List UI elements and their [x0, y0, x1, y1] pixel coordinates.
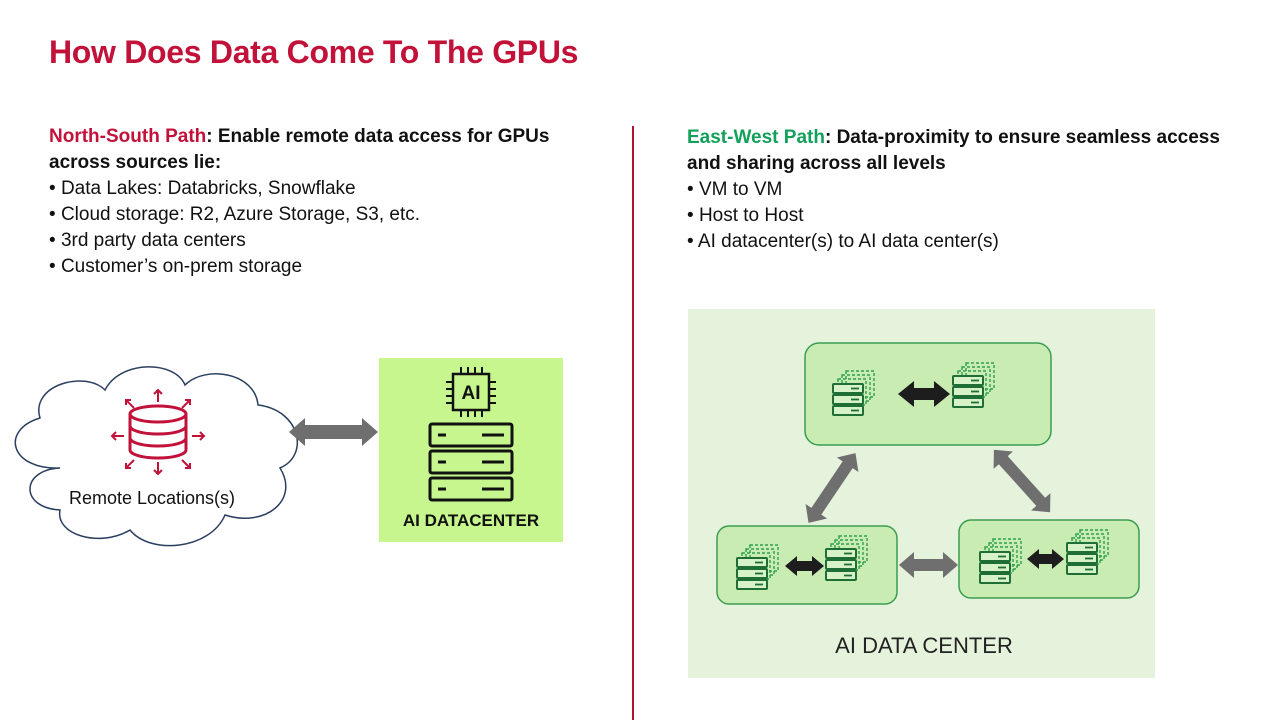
vertical-divider [632, 126, 634, 720]
ai-datacenter-label: AI DATACENTER [403, 511, 539, 530]
north-south-heading-text: : Enable remote data access for GPUs acr… [49, 126, 550, 173]
database-icon [110, 388, 206, 476]
north-south-section: North-South Path: Enable remote data acc… [49, 124, 609, 280]
list-item: Data Lakes: Databricks, Snowflake [49, 176, 609, 202]
ai-data-center-label: AI DATA CENTER [835, 633, 1013, 658]
north-south-bullets: Data Lakes: Databricks, Snowflake Cloud … [49, 176, 609, 280]
list-item: Cloud storage: R2, Azure Storage, S3, et… [49, 202, 609, 228]
list-item: 3rd party data centers [49, 228, 609, 254]
east-west-heading-text: : Data-proximity to ensure seamless acce… [687, 127, 1220, 174]
east-west-section: East-West Path: Data-proximity to ensure… [687, 125, 1247, 255]
cloud-label: Remote Locations(s) [69, 488, 235, 508]
list-item: Host to Host [687, 203, 1247, 229]
bidirectional-arrow-icon [805, 453, 859, 523]
north-south-path-name: North-South Path [49, 126, 207, 147]
east-west-path-name: East-West Path [687, 127, 825, 148]
north-south-heading: North-South Path: Enable remote data acc… [49, 124, 609, 176]
east-west-heading: East-West Path: Data-proximity to ensure… [687, 125, 1247, 177]
list-item: AI datacenter(s) to AI data center(s) [687, 229, 1247, 255]
bidirectional-arrow-icon [898, 381, 950, 407]
server-rack-icon [428, 422, 514, 502]
bidirectional-arrow-icon [899, 552, 958, 578]
bidirectional-arrow-icon [1027, 549, 1064, 569]
slide-title: How Does Data Come To The GPUs [49, 34, 579, 70]
bidirectional-arrow-icon [993, 449, 1051, 513]
ai-chip-label: AI [462, 383, 481, 404]
list-item: VM to VM [687, 177, 1247, 203]
bidirectional-arrow-icon [785, 556, 824, 576]
bidirectional-arrow-icon [289, 418, 378, 446]
list-item: Customer’s on-prem storage [49, 254, 609, 280]
connecting-arrows [805, 449, 1051, 578]
ai-chip-icon: AI [446, 367, 496, 417]
remote-locations-cloud [14, 366, 298, 547]
east-west-bullets: VM to VM Host to Host AI datacenter(s) t… [687, 177, 1247, 255]
